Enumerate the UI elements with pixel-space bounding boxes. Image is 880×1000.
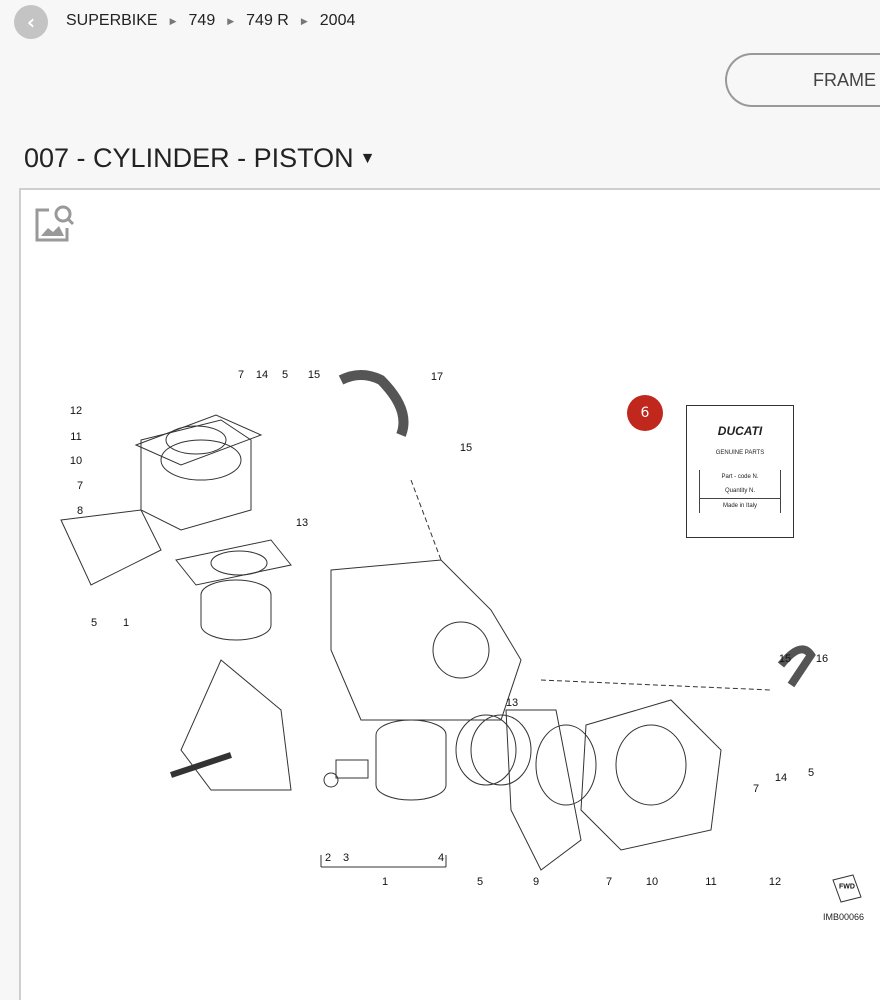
callout[interactable]: 8 — [76, 505, 84, 517]
drawing-code: IMB00066 — [823, 912, 865, 922]
genuine-parts-label: DUCATI GENUINE PARTS Part - code N. Quan… — [686, 405, 794, 538]
callout[interactable]: 5 — [476, 876, 484, 888]
breadcrumb-2004[interactable]: 2004 — [319, 12, 356, 29]
callout[interactable]: 7 — [752, 783, 760, 795]
triangle-right-icon: ▶ — [227, 15, 235, 26]
breadcrumb-superbike[interactable]: SUPERBIKE — [66, 12, 158, 29]
callout[interactable]: 5 — [281, 369, 289, 381]
callout[interactable]: 11 — [705, 876, 717, 888]
image-zoom-icon[interactable] — [33, 200, 77, 244]
callout[interactable]: 2 — [324, 852, 332, 864]
parts-drawing — [60, 370, 862, 903]
callout[interactable]: 4 — [437, 852, 445, 864]
callout[interactable]: 5 — [90, 617, 98, 629]
part-6-badge[interactable]: 6 — [627, 395, 663, 431]
part-code-text: Part - code N. — [721, 474, 759, 480]
callout[interactable]: 10 — [645, 876, 659, 888]
caret-down-icon: ▼ — [359, 149, 376, 167]
chevron-left-icon: ‹ — [26, 10, 36, 34]
callout[interactable]: 7 — [605, 876, 613, 888]
callout[interactable]: 15 — [778, 653, 792, 665]
triangle-right-icon: ▶ — [169, 15, 177, 26]
callout[interactable]: 3 — [342, 852, 350, 864]
callout[interactable]: 12 — [768, 876, 782, 888]
callout[interactable]: 15 — [307, 369, 321, 381]
callout[interactable]: 14 — [255, 369, 269, 381]
callout[interactable]: 13 — [295, 517, 309, 529]
quantity-text: Quantity N. — [724, 488, 755, 494]
callout[interactable]: 13 — [505, 697, 519, 709]
callout[interactable]: 16 — [815, 653, 829, 665]
breadcrumb: SUPERBIKE ▶ 749 ▶ 749 R ▶ 2004 — [66, 12, 355, 30]
triangle-right-icon: ▶ — [300, 15, 308, 26]
callout[interactable]: 5 — [807, 767, 815, 779]
ducati-brand: DUCATI — [717, 424, 763, 438]
callout[interactable]: 15 — [459, 442, 473, 454]
callout[interactable]: 10 — [69, 455, 83, 467]
callout[interactable]: 1 — [122, 617, 130, 629]
page-title: 007 - CYLINDER - PISTON — [24, 143, 354, 173]
breadcrumb-749[interactable]: 749 — [188, 12, 216, 29]
back-button[interactable]: ‹ — [14, 5, 48, 39]
exploded-diagram-panel: 7 14 5 15 17 15 12 11 10 7 8 13 5 1 15 1… — [19, 188, 880, 1000]
breadcrumb-749r[interactable]: 749 R — [246, 12, 289, 29]
section-dropdown[interactable]: 007 - CYLINDER - PISTON ▼ — [24, 143, 375, 174]
made-in-text: Made in Italy — [700, 498, 780, 513]
callout[interactable]: 12 — [69, 405, 83, 417]
genuine-parts-text: GENUINE PARTS — [715, 450, 765, 456]
callout[interactable]: 7 — [237, 369, 245, 381]
callout[interactable]: 1 — [381, 876, 389, 888]
fwd-arrow-icon: FWD — [839, 883, 855, 891]
callout[interactable]: 7 — [76, 480, 84, 492]
frame-button[interactable]: FRAME — [725, 53, 880, 107]
callout[interactable]: 9 — [532, 876, 540, 888]
callout[interactable]: 11 — [70, 431, 82, 443]
callout[interactable]: 14 — [774, 772, 788, 784]
callout[interactable]: 17 — [430, 371, 444, 383]
